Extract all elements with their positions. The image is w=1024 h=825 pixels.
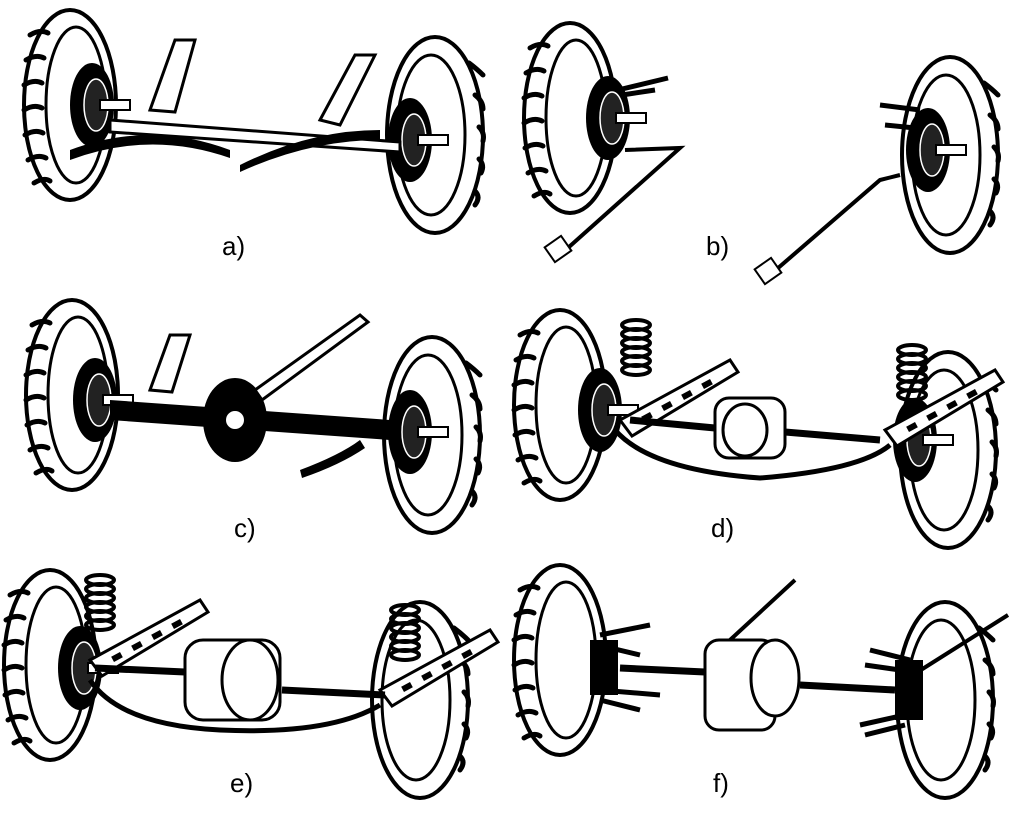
panel-label-e: e) [230,768,254,798]
panel-label-c: c) [234,513,256,543]
panel-label-b: b) [706,231,730,261]
panel-label-d: d) [711,513,735,543]
panel-b-drawing [524,23,999,286]
panel-f-drawing [514,565,1010,798]
panel-label-f: f) [713,768,729,798]
panel-c-drawing [26,300,481,533]
panel-e-drawing [4,570,500,798]
panel-d-drawing [514,310,1005,548]
panel-label-a: a) [222,231,246,261]
panel-a-drawing [24,10,484,233]
